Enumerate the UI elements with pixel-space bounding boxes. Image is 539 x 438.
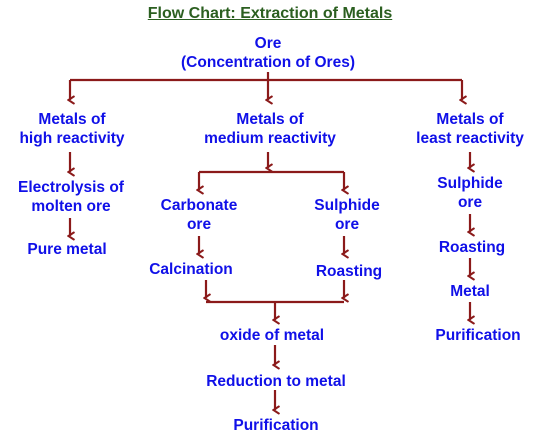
medium-carbonate-line1: Carbonate xyxy=(160,197,238,214)
least-purification: Purification xyxy=(435,327,521,344)
medium-heading-line2: medium reactivity xyxy=(204,130,336,147)
high-heading-line1: Metals of xyxy=(38,111,106,128)
least-heading-line1: Metals of xyxy=(436,111,504,128)
high-electrolysis-line2: molten ore xyxy=(31,198,111,215)
medium-roasting: Roasting xyxy=(315,263,383,280)
medium-reduction: Reduction to metal xyxy=(206,373,346,390)
medium-sulphide-line1: Sulphide xyxy=(314,197,380,214)
least-metal: Metal xyxy=(450,283,490,300)
medium-carbonate-line2: ore xyxy=(186,216,212,233)
root-ore-label: Ore xyxy=(254,35,282,52)
least-sulphide-line2: ore xyxy=(457,194,483,211)
least-sulphide-line1: Sulphide xyxy=(437,175,503,192)
high-heading-line2: high reactivity xyxy=(19,130,125,147)
least-roasting: Roasting xyxy=(438,239,506,256)
least-heading-line2: least reactivity xyxy=(416,130,524,147)
high-pure-metal: Pure metal xyxy=(27,241,107,258)
medium-purification: Purification xyxy=(233,417,319,434)
medium-oxide-of-metal: oxide of metal xyxy=(219,327,325,344)
root-concentration-label: (Concentration of Ores) xyxy=(181,54,355,71)
medium-calcination: Calcination xyxy=(149,261,233,278)
medium-sulphide-line2: ore xyxy=(334,216,360,233)
page-title: Flow Chart: Extraction of Metals xyxy=(147,5,393,22)
medium-heading-line1: Metals of xyxy=(236,111,304,128)
high-electrolysis-line1: Electrolysis of xyxy=(18,179,124,196)
